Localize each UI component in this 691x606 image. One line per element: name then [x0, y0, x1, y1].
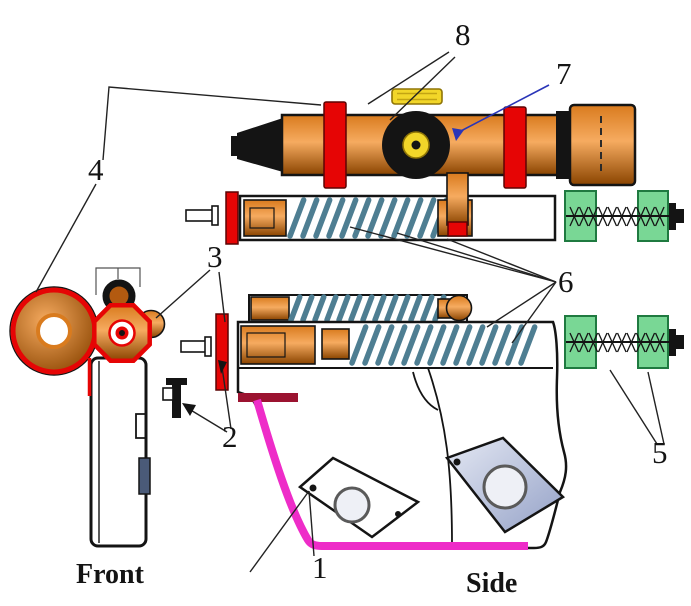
pistol-side-view [180, 313, 568, 550]
takedown-pin-part [162, 378, 187, 418]
screw-assembly-lower [564, 315, 684, 369]
barrel-bore [36, 313, 72, 349]
recoil-spring-lower [349, 324, 538, 366]
turret-cap [391, 88, 443, 105]
screw-thread [569, 206, 665, 227]
leader-lines-8 [367, 51, 456, 121]
grip-front-curve [427, 367, 453, 545]
grip-notch [135, 413, 146, 439]
upper-receiver [185, 191, 557, 245]
spring-guide-block [321, 328, 350, 360]
front-view-label: Front [76, 559, 145, 590]
frame-accent [238, 393, 298, 402]
construction-lines [95, 267, 141, 295]
screw-head-nub [676, 209, 684, 223]
guide-pin-lower-collar [204, 336, 212, 357]
guide-pin-upper-collar [211, 205, 219, 226]
leader-lines-6 [349, 226, 557, 344]
breech-detail [249, 207, 275, 229]
pin-notch [162, 387, 174, 401]
breech-detail-lower [246, 332, 286, 358]
leader-lines-5 [609, 369, 665, 445]
guide-pin-lower [180, 340, 209, 353]
callout-8: 8 [455, 17, 471, 52]
scope-mount-post [446, 172, 469, 226]
trigger-curve [412, 371, 439, 411]
scope-ring-front [323, 101, 347, 189]
bolt-tube-assembly [248, 294, 473, 323]
muzzle-cone [237, 118, 283, 172]
grip-screw-dot [395, 511, 401, 517]
screw-head [669, 329, 676, 356]
breech-block-lower [240, 325, 316, 365]
grip-screw-dot [309, 484, 317, 492]
grip-panel-right-hole [482, 464, 528, 510]
front-view [9, 267, 166, 548]
octagon-bore-dot [119, 330, 125, 336]
callout-5: 5 [652, 435, 668, 470]
screw-head-nub [676, 335, 684, 349]
callout-1: 1 [312, 550, 328, 585]
retainer-bar-upper [225, 191, 239, 245]
side-latch [138, 457, 151, 495]
bolt-block [250, 296, 290, 321]
leader-lines-3 [155, 269, 226, 323]
callout-3: 3 [207, 239, 223, 274]
guide-pin-upper [185, 209, 216, 222]
grip-screw-dot [453, 458, 461, 466]
leader-lines-4 [35, 86, 322, 293]
focus-dial-dot [411, 140, 421, 150]
pin-head [166, 378, 187, 385]
callout-7: 7 [556, 56, 572, 91]
retainer-bar-lower [215, 313, 229, 391]
pin-shaft [172, 385, 181, 418]
leader-lines-1 [249, 490, 315, 573]
screw-head [669, 203, 676, 230]
scope-mount-foot [447, 221, 468, 237]
grip-panel-left-hole [333, 486, 371, 524]
eyepiece [568, 103, 637, 187]
scope [231, 88, 637, 237]
breech-block-upper [243, 199, 287, 237]
leader-line-7 [452, 84, 550, 141]
bolt-knob [445, 294, 473, 322]
muzzle-tip [231, 136, 240, 156]
screw-assembly-upper [564, 190, 684, 242]
front-strap-highlight [253, 398, 528, 550]
callout-4: 4 [88, 152, 104, 187]
side-view-label: Side [466, 568, 517, 599]
screw-thread [569, 332, 665, 353]
callout-2: 2 [222, 419, 238, 454]
scope-ring-rear [503, 106, 527, 189]
eyepiece-collar [556, 111, 570, 179]
leader-lines-2 [182, 360, 232, 433]
callout-6: 6 [558, 264, 574, 299]
